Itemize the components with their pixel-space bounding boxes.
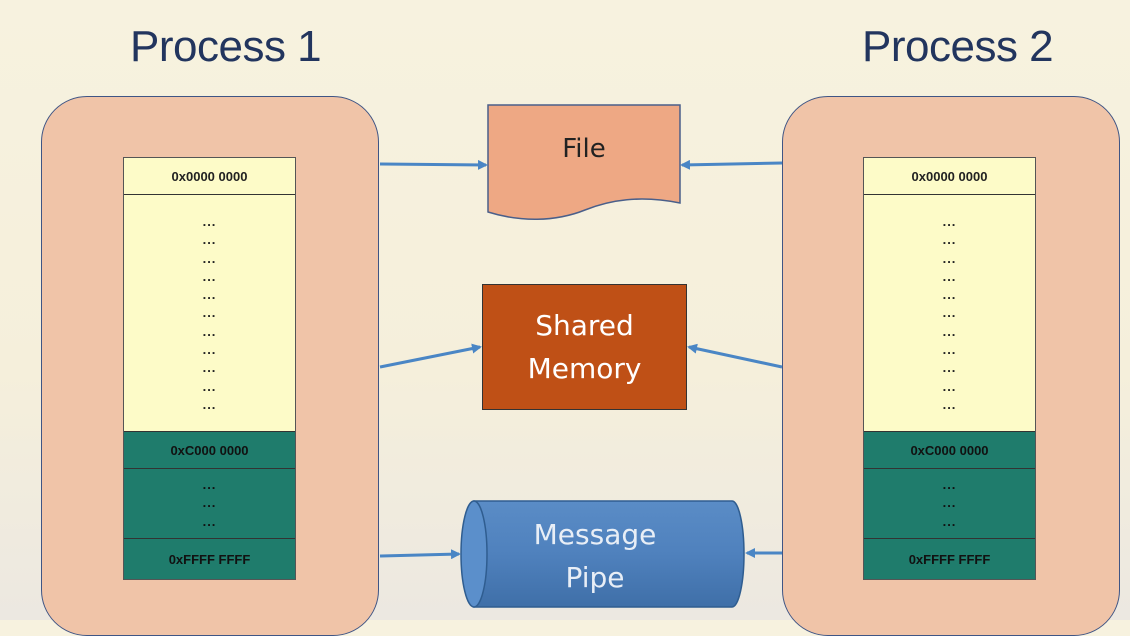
ellipsis-row: ...: [942, 378, 957, 394]
message-pipe-label-line2: Pipe: [565, 561, 625, 594]
memory-start-address: 0x0000 0000: [124, 158, 295, 195]
ellipsis-row: ...: [202, 250, 217, 266]
ellipsis-row: ...: [202, 287, 217, 303]
ellipsis-row: ...: [202, 342, 217, 358]
ellipsis-row: ...: [202, 495, 217, 511]
shared-memory-box: Shared Memory: [482, 284, 687, 410]
ellipsis-row: ...: [202, 396, 217, 412]
memory-kernel-address: 0xC000 0000: [124, 432, 295, 469]
ellipsis-row: ...: [942, 360, 957, 376]
message-pipe-label-line1: Message: [533, 518, 657, 551]
memory-kernel-address: 0xC000 0000: [864, 432, 1035, 469]
ellipsis-row: ...: [202, 513, 217, 529]
ellipsis-row: ...: [942, 513, 957, 529]
memory-end-address: 0xFFFF FFFF: [124, 539, 295, 579]
kernel-space-ellipsis: .........: [864, 469, 1035, 539]
ellipsis-row: ...: [942, 214, 957, 229]
file-label: File: [562, 134, 606, 164]
ellipsis-row: ...: [202, 305, 217, 321]
ellipsis-row: ...: [942, 323, 957, 339]
process-1-title: Process 1: [130, 22, 322, 71]
arrow-p1-to-file: [379, 159, 488, 170]
message-pipe-label: Message Pipe: [520, 513, 670, 599]
kernel-space-ellipsis: .........: [124, 469, 295, 539]
process-2-title: Process 2: [862, 22, 1054, 71]
user-space-ellipsis: .................................: [864, 195, 1035, 432]
memory-start-address: 0x0000 0000: [864, 158, 1035, 195]
ellipsis-row: ...: [202, 323, 217, 339]
ellipsis-row: ...: [202, 378, 217, 394]
ellipsis-row: ...: [942, 232, 957, 248]
ellipsis-row: ...: [942, 305, 957, 321]
ellipsis-row: ...: [942, 495, 957, 511]
ellipsis-row: ...: [942, 250, 957, 266]
ellipsis-row: ...: [202, 477, 217, 493]
memory-end-address: 0xFFFF FFFF: [864, 539, 1035, 579]
diagram-shapes: [379, 104, 783, 608]
ellipsis-row: ...: [202, 360, 217, 376]
arrow-p2-to-shared: [687, 343, 783, 369]
ellipsis-row: ...: [942, 477, 957, 493]
shared-memory-label-line1: Shared: [535, 309, 634, 342]
arrow-p1-to-pipe: [379, 549, 461, 560]
process-2-memory-map: 0x0000 0000 ............................…: [863, 157, 1036, 580]
arrow-p2-to-file: [680, 159, 783, 170]
arrow-p1-to-shared: [379, 343, 482, 369]
ellipsis-row: ...: [202, 214, 217, 229]
ellipsis-row: ...: [942, 287, 957, 303]
ellipsis-row: ...: [202, 268, 217, 284]
message-pipe-shape: [460, 500, 745, 608]
ellipsis-row: ...: [202, 232, 217, 248]
ellipsis-row: ...: [942, 342, 957, 358]
shared-memory-label-line2: Memory: [527, 352, 642, 385]
user-space-ellipsis: .................................: [124, 195, 295, 432]
process-1-memory-map: 0x0000 0000 ............................…: [123, 157, 296, 580]
ellipsis-row: ...: [942, 268, 957, 284]
ellipsis-row: ...: [942, 396, 957, 412]
file-shape: [487, 104, 681, 221]
